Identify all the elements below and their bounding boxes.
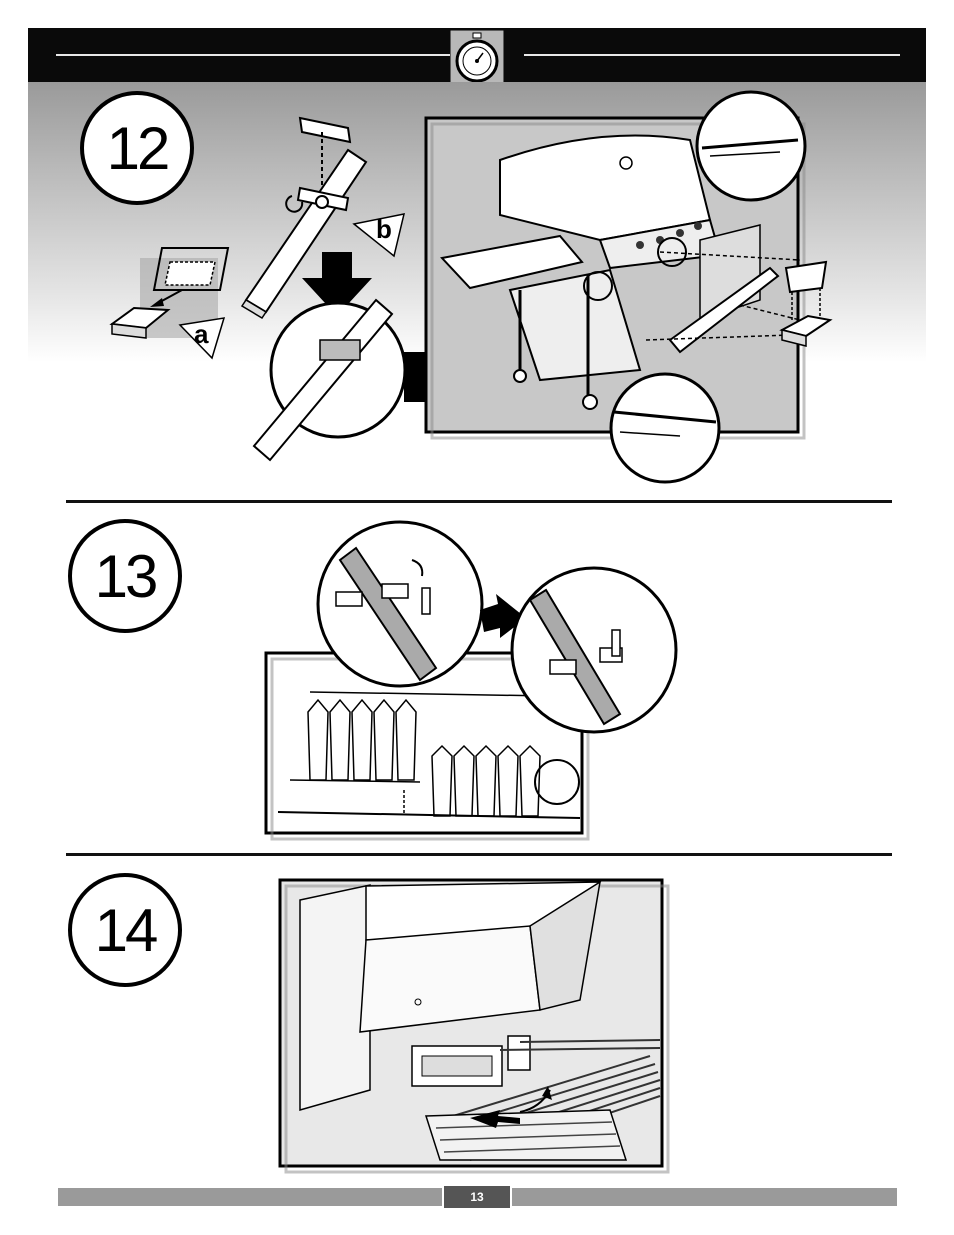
step-13-illustration (0, 500, 954, 850)
step-14-illustration (0, 860, 954, 1190)
footer-bar-right (512, 1188, 897, 1206)
section-divider-2 (66, 853, 892, 856)
label-a: a (194, 319, 209, 349)
footer-bar-left (58, 1188, 442, 1206)
step-12-illustration: a b (0, 0, 954, 500)
label-b: b (376, 214, 392, 244)
bottom-detail-circle (611, 374, 719, 482)
page-number: 13 (444, 1186, 510, 1208)
